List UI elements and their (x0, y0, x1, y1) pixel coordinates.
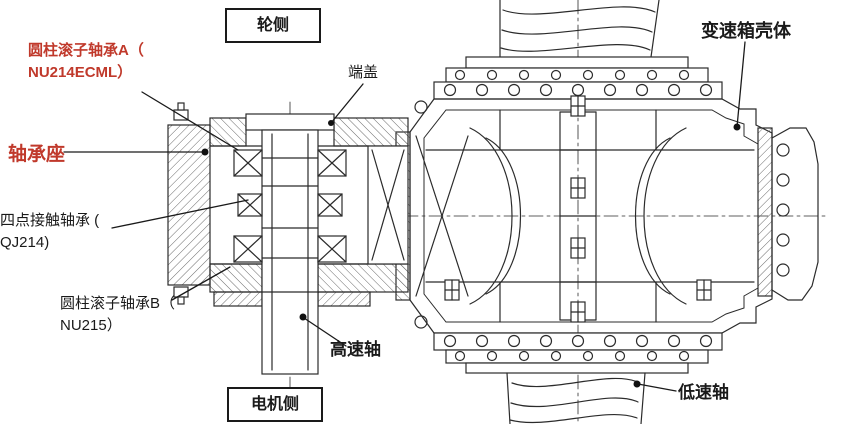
label-four-point-contact-bearing: 四点接触轴承 ( QJ214) (0, 212, 100, 251)
leader-dots (201, 120, 741, 388)
label-cylindrical-roller-bearing-a: 圆柱滚子轴承A（ NU214ECML） (28, 42, 144, 81)
section-pin-symbols (444, 95, 712, 323)
right-end-cap (757, 127, 819, 301)
label-gearbox-housing: 变速箱壳体 (701, 21, 791, 41)
top-flange (433, 56, 723, 100)
label-low-speed-shaft: 低速轴 (678, 383, 729, 402)
bearing-symbols (233, 149, 347, 263)
leader-lines (63, 41, 746, 392)
label-cylindrical-roller-bearing-b: 圆柱滚子轴承B（ NU215） (60, 295, 176, 334)
label-end-cover: 端盖 (348, 64, 379, 81)
label-wheel-side: 轮侧 (225, 8, 321, 44)
label-high-speed-shaft: 高速轴 (330, 340, 381, 359)
high-speed-shaft-drawing (245, 113, 335, 375)
top-shaft (499, 0, 660, 58)
bottom-flange (433, 332, 723, 374)
gearbox-body (409, 98, 773, 334)
label-bearing-seat: 轴承座 (8, 144, 66, 165)
low-speed-shaft-drawing (506, 372, 646, 424)
label-motor-side: 电机侧 (227, 387, 323, 423)
